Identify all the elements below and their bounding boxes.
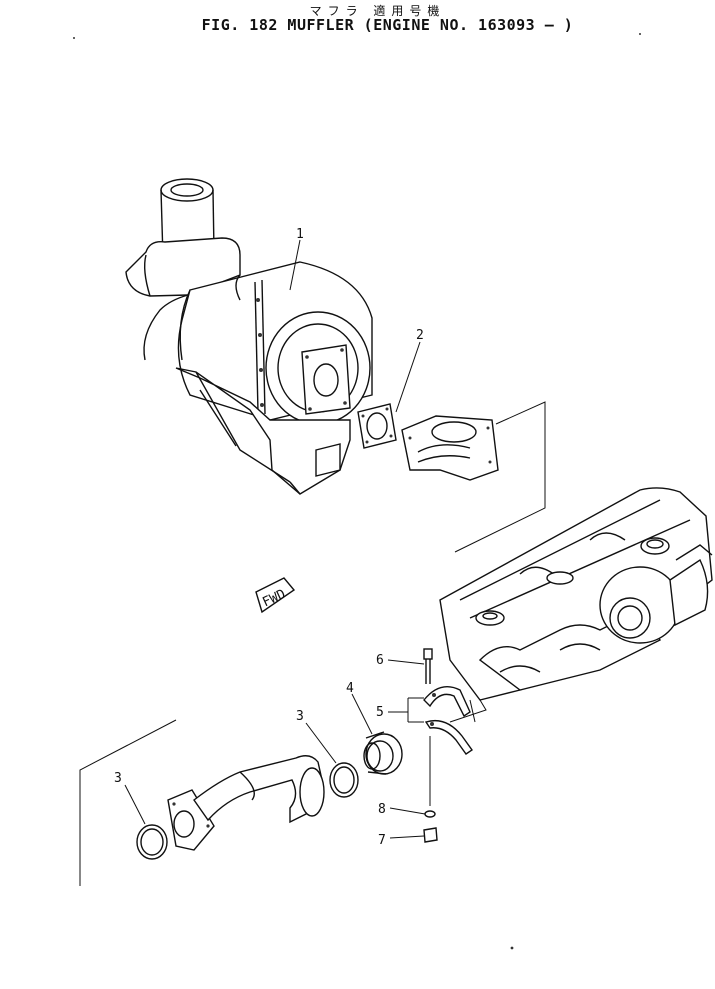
engine-connector-line [469,699,476,723]
muffler-assembly [125,178,373,495]
callout-6: 6 [376,653,384,668]
callout-7: 7 [378,833,386,848]
engine-boundary-upper [454,401,546,553]
callout-3-lower: 3 [114,771,122,786]
callout-leaders [124,239,426,839]
engine-connector-line-2 [449,699,487,723]
engine-head [439,487,713,701]
clamp-assembly [423,648,473,843]
callout-4: 4 [346,681,354,696]
exhaust-pipe-lower [167,755,325,851]
washer [424,810,436,818]
callout-1: 1 [296,227,304,242]
callout-8: 8 [378,802,386,817]
callout-2: 2 [416,328,424,343]
figure-title-japanese: マフラ 適用号機 [309,4,446,18]
fwd-direction-tag: FWD [255,577,296,614]
pipe-boundary-lower [79,719,177,886]
flex-joint [363,731,403,775]
bolt-head [423,648,433,660]
exhaust-elbow-upper [401,415,499,481]
gasket [357,403,397,449]
callout-3-middle: 3 [296,709,304,724]
figure-title: FIG. 182 MUFFLER (ENGINE NO. 163093 – ) [201,16,574,34]
nut [423,827,438,843]
callout-5: 5 [376,705,384,720]
